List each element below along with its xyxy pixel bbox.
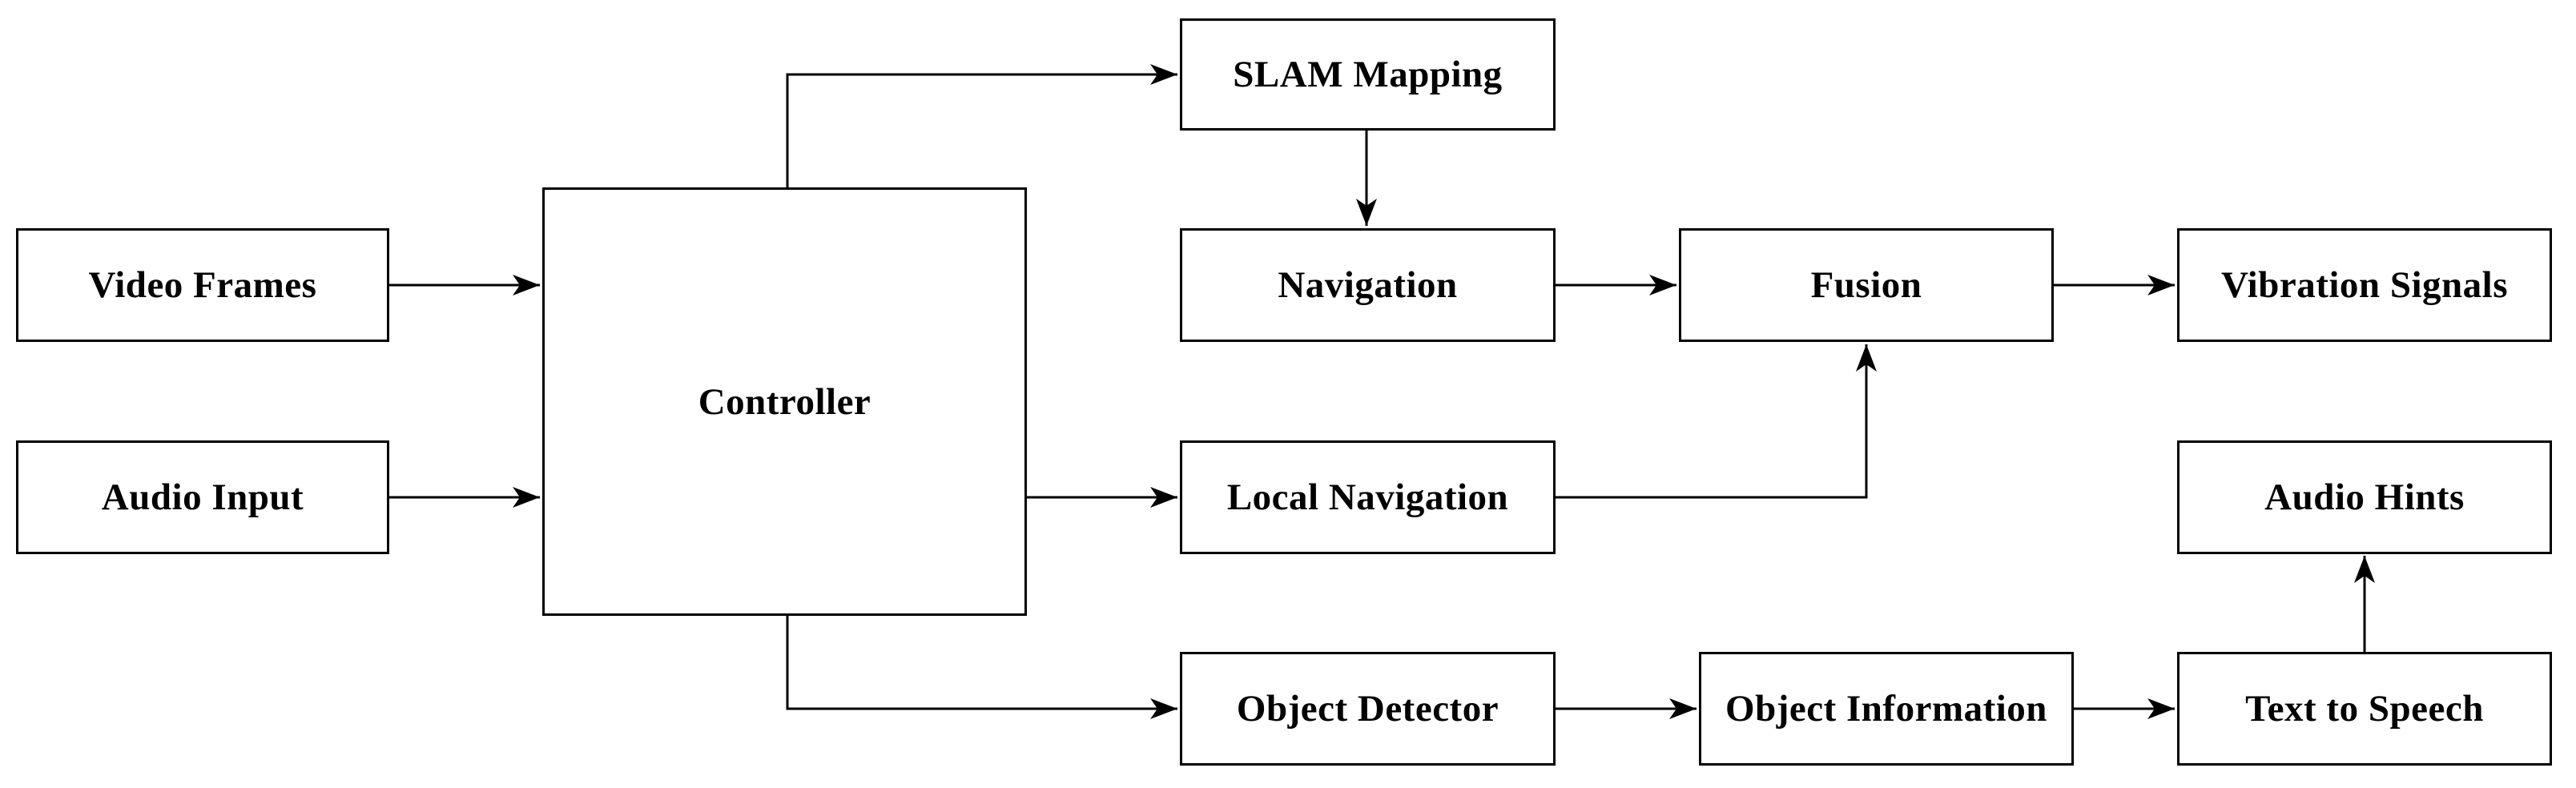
node-audio-hints: Audio Hints xyxy=(2177,440,2552,554)
node-slam-mapping-label: SLAM Mapping xyxy=(1233,54,1503,95)
node-vibration-signals-label: Vibration Signals xyxy=(2220,264,2509,306)
node-fusion: Fusion xyxy=(1679,228,2054,342)
node-object-information-label: Object Information xyxy=(1725,688,2047,730)
edge-local-navigation-to-fusion xyxy=(1556,344,1877,499)
node-video-frames: Video Frames xyxy=(16,228,389,342)
node-vibration-signals: Vibration Signals xyxy=(2177,228,2552,342)
node-local-navigation-label: Local Navigation xyxy=(1226,476,1509,518)
node-object-detector: Object Detector xyxy=(1180,652,1556,766)
node-navigation-label: Navigation xyxy=(1278,264,1458,306)
node-audio-hints-label: Audio Hints xyxy=(2264,476,2465,518)
node-slam-mapping: SLAM Mapping xyxy=(1180,18,1556,131)
node-text-to-speech-label: Text to Speech xyxy=(2245,688,2484,730)
node-object-detector-label: Object Detector xyxy=(1236,688,1499,730)
node-local-navigation: Local Navigation xyxy=(1180,440,1556,554)
edge-controller-to-slam-mapping xyxy=(786,64,1177,187)
node-video-frames-label: Video Frames xyxy=(88,264,317,306)
node-text-to-speech: Text to Speech xyxy=(2177,652,2552,766)
node-audio-input: Audio Input xyxy=(16,440,389,554)
node-object-information: Object Information xyxy=(1699,652,2074,766)
node-audio-input-label: Audio Input xyxy=(101,476,304,518)
node-controller: Controller xyxy=(542,187,1027,616)
node-navigation: Navigation xyxy=(1180,228,1556,342)
node-controller-label: Controller xyxy=(698,380,871,423)
node-fusion-label: Fusion xyxy=(1810,264,1922,306)
edge-controller-to-object-detector xyxy=(786,616,1177,719)
